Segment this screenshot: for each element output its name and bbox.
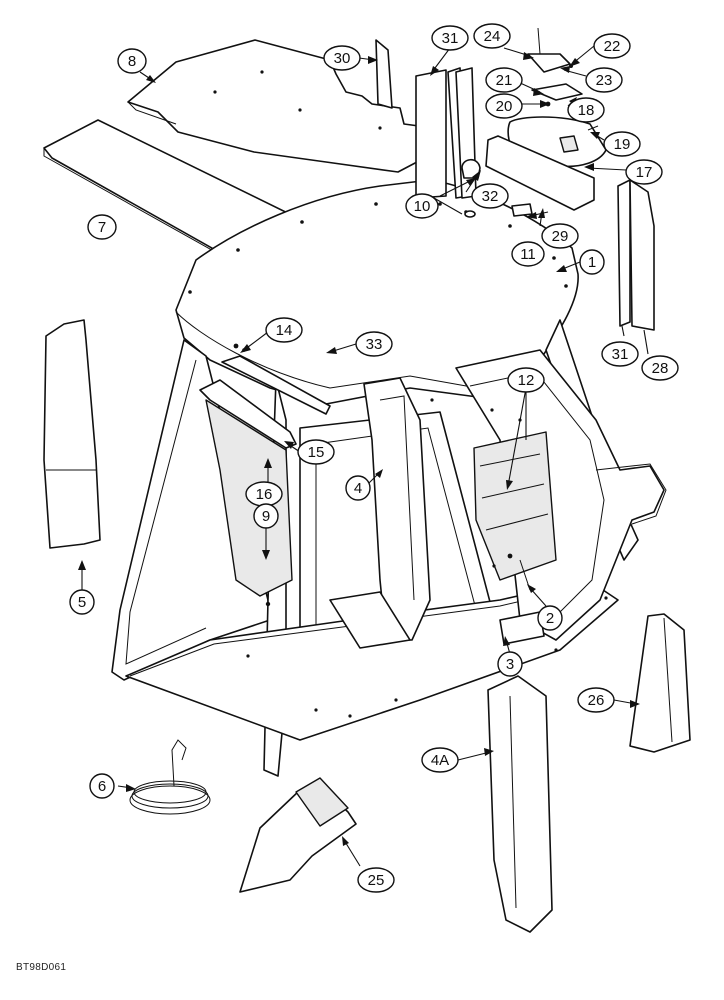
callout-30: 30	[323, 45, 361, 71]
callout-label: 19	[614, 136, 631, 153]
callout-10: 10	[405, 193, 439, 219]
callout-label: 21	[496, 72, 513, 89]
callout-label: 14	[276, 322, 293, 339]
callout-21: 21	[485, 67, 523, 93]
callout-label: 26	[588, 692, 605, 709]
callout-8: 8	[117, 48, 147, 74]
callout-label: 11	[520, 246, 536, 263]
callout-label: 29	[552, 228, 569, 245]
callout-14: 14	[265, 317, 303, 343]
callout-15: 15	[297, 439, 335, 465]
callout-label: 8	[128, 53, 136, 70]
callout-1: 1	[579, 249, 605, 275]
callout-label: 15	[308, 444, 325, 461]
callout-19: 19	[603, 131, 641, 157]
callout-label: 31	[612, 346, 629, 363]
callout-label: 22	[604, 38, 621, 55]
callout-24: 24	[473, 23, 511, 49]
screw-19	[587, 125, 599, 131]
trim-cover-26	[629, 613, 691, 753]
callout-label: 12	[518, 372, 535, 389]
callout-20: 20	[485, 93, 523, 119]
figure-id-label: BT98D061	[16, 962, 67, 973]
pillar-trim-31-right	[617, 179, 631, 327]
knob-11	[511, 203, 533, 217]
pillar-trim-28	[629, 179, 655, 331]
callout-26: 26	[577, 687, 615, 713]
callout-label: 2	[546, 610, 554, 627]
callout-label: 31	[442, 30, 459, 47]
callout-label: 28	[652, 360, 669, 377]
pillar-trim-30	[375, 39, 393, 109]
callout-label: 4	[354, 480, 362, 497]
callout-5: 5	[69, 589, 95, 615]
callout-label: 23	[596, 72, 613, 89]
callout-2: 2	[537, 605, 563, 631]
trim-strip-29	[485, 135, 595, 211]
callout-label: 3	[506, 656, 514, 673]
callout-label: 10	[414, 198, 431, 215]
callout-label: 32	[482, 188, 499, 205]
callout-label: 24	[484, 28, 501, 45]
callout-label: 30	[334, 50, 351, 67]
callout-label: 17	[636, 164, 653, 181]
visor-bracket	[527, 27, 583, 107]
trim-cover-25	[239, 777, 357, 893]
callout-9: 9	[253, 503, 279, 529]
callout-4: 4	[345, 475, 371, 501]
callout-label: 5	[78, 594, 86, 611]
cable-coil-6	[129, 739, 211, 815]
callout-17: 17	[625, 159, 663, 185]
callout-7: 7	[87, 214, 117, 240]
callout-22: 22	[593, 33, 631, 59]
callout-label: 20	[496, 98, 513, 115]
callout-16: 16	[245, 481, 283, 507]
callout-label: 16	[256, 486, 273, 503]
callout-label: 9	[262, 508, 270, 525]
callout-33: 33	[355, 331, 393, 357]
callout-label: 25	[368, 872, 385, 889]
callout-12: 12	[507, 367, 545, 393]
callout-label: 4A	[431, 752, 449, 769]
callout-label: 7	[98, 219, 106, 236]
callout-25: 25	[357, 867, 395, 893]
callout-label: 18	[578, 102, 595, 119]
trim-cover-5	[43, 319, 101, 549]
callouts: 8 7 30 31 24 22 23 21 18 20 19 17 32 10 …	[69, 23, 679, 893]
pillar-cover-4A	[487, 675, 553, 933]
callout-32: 32	[471, 183, 509, 209]
callout-18: 18	[567, 97, 605, 123]
callout-3: 3	[497, 651, 523, 677]
callout-label: 33	[366, 336, 383, 353]
callout-29: 29	[541, 223, 579, 249]
callout-6: 6	[89, 773, 115, 799]
callout-label: 6	[98, 778, 106, 795]
callout-11: 11	[511, 241, 545, 267]
callout-31-right: 31	[601, 341, 639, 367]
callout-28: 28	[641, 355, 679, 381]
callout-23: 23	[585, 67, 623, 93]
callout-31-top: 31	[431, 25, 469, 51]
callout-4A: 4A	[421, 747, 459, 773]
callout-label: 1	[588, 254, 596, 271]
